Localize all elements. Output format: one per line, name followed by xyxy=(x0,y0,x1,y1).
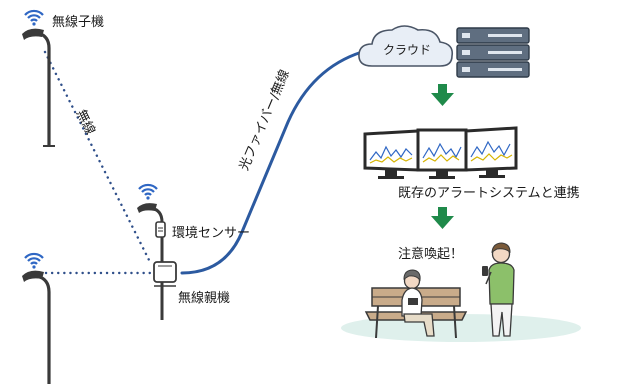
sensor-icon xyxy=(155,221,166,238)
person-icon xyxy=(482,242,515,337)
wireless-child-label: 無線子機 xyxy=(52,15,105,30)
fiber-connection-line xyxy=(180,50,364,275)
ground-area xyxy=(341,314,581,342)
monitor-icon xyxy=(464,126,518,178)
wifi-icon xyxy=(24,9,44,26)
alert-message-label: 注意喚起！ xyxy=(398,247,464,262)
monitor-icon xyxy=(416,128,468,179)
wireless-parent-unit-icon xyxy=(153,261,177,287)
cloud-label: クラウド xyxy=(383,43,432,57)
alert-system-label: 既存のアラートシステムと連携 xyxy=(398,186,580,201)
street-lamp-icon xyxy=(22,270,51,384)
down-arrow-icon xyxy=(431,207,454,229)
wifi-icon xyxy=(138,183,158,200)
monitor-icon xyxy=(363,129,420,179)
wireless-link-line-upper xyxy=(43,50,152,264)
wireless-parent-label: 無線親機 xyxy=(178,291,231,306)
cloud-icon xyxy=(358,25,454,67)
person-icon xyxy=(401,269,435,337)
wifi-icon xyxy=(24,252,44,269)
environment-sensor-label: 環境センサー xyxy=(172,226,251,241)
street-lamp-icon xyxy=(22,28,55,147)
server-icon xyxy=(456,27,530,78)
down-arrow-icon xyxy=(431,84,454,106)
